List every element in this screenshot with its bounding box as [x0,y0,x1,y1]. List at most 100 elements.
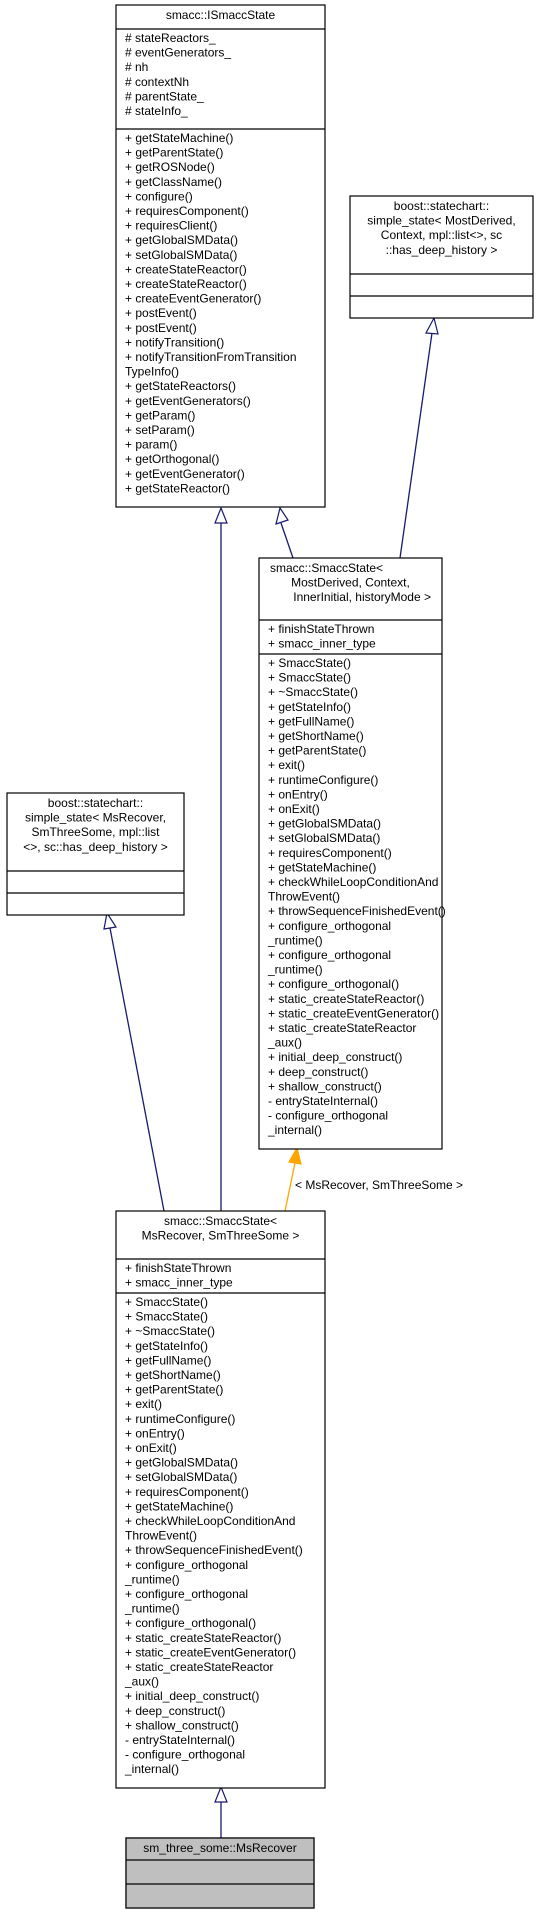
smacc-template-title-line: smacc::SmaccState< [270,561,383,575]
smacc-instance-methods-line: + setGlobalSMData() [125,1470,237,1484]
ismacc-methods-line: + configure() [125,189,193,203]
class-box-smacc-template[interactable]: smacc::SmaccState<MostDerived, Context,I… [258,557,446,1150]
smacc-instance-methods-line: _runtime() [124,1602,180,1616]
smacc-template-methods-line: + SmaccState() [268,656,351,670]
inheritance-arrow-simplems-instance [103,911,117,930]
smacc-template-methods-line: + configure_orthogonal() [268,977,399,991]
smacc-instance-methods-line: + requiresComponent() [125,1485,249,1499]
smacc-instance-methods-line: + checkWhileLoopConditionAnd [125,1514,295,1528]
smacc-instance-attributes-line: + smacc_inner_type [125,1276,233,1290]
smacc-template-methods-line: + static_createStateReactor [268,1021,416,1035]
ismacc-methods-line: + getOrthogonal() [125,452,219,466]
simple-state-msrecover-title-line: boost::statechart:: [48,796,143,810]
simple-state-generic-title-line: ::has_deep_history > [386,243,498,257]
inheritance-arrow-instance-msrecover [214,1785,228,1803]
ismacc-attributes-line: # contextNh [125,75,189,89]
smacc-instance-methods-line: _internal() [124,1762,179,1776]
ismacc-methods-line: + getParam() [125,408,195,422]
simple-state-msrecover-title-line: SmThreeSome, mpl::list [31,825,160,839]
edge-template-to-instance [284,1162,296,1212]
smacc-instance-methods-line: + SmaccState() [125,1295,208,1309]
smacc-template-methods-line: + setGlobalSMData() [268,831,380,845]
class-box-simple-state-msrecover[interactable]: boost::statechart::simple_state< MsRecov… [6,792,185,916]
smacc-instance-methods-line: + initial_deep_construct() [125,1689,259,1703]
smacc-template-methods-line: - configure_orthogonal [268,1109,388,1123]
class-box-frame [115,1210,326,1789]
ismacc-methods-line: + notifyTransition() [125,335,224,349]
simple-state-generic-title-line: Context, mpl::list<>, sc [381,228,502,242]
ismacc-attributes-line: # stateInfo_ [125,104,188,118]
smacc-instance-title-line: MsRecover, SmThreeSome > [142,1229,300,1243]
smacc-template-methods-line: + checkWhileLoopConditionAnd [268,875,438,889]
smacc-instance-methods-line: - configure_orthogonal [125,1748,245,1762]
ismacc-title-line: smacc::ISmaccState [166,8,276,22]
msrecover-title-line: sm_three_some::MsRecover [143,1841,296,1855]
simple-state-generic-title-line: simple_state< MostDerived, [367,214,515,228]
smacc-instance-methods-line: _runtime() [124,1572,180,1586]
smacc-instance-methods-line: + throwSequenceFinishedEvent() [125,1543,303,1557]
smacc-instance-methods-line: + static_createEventGenerator() [125,1645,296,1659]
smacc-template-methods-line: + getGlobalSMData() [268,817,381,831]
class-box-frame [115,4,326,508]
smacc-template-methods-line: + requiresComponent() [268,846,392,860]
smacc-instance-methods-line: _aux() [124,1675,159,1689]
smacc-instance-methods-line: + getShortName() [125,1368,221,1382]
ismacc-methods-line: + setGlobalSMData() [125,248,237,262]
class-box-ismacc[interactable]: smacc::ISmaccState# stateReactors_# even… [115,4,326,508]
inheritance-arrow-simple-template [425,316,439,335]
simple-state-msrecover-title-line: <>, sc::has_deep_history > [23,840,167,854]
ismacc-methods-line: + requiresComponent() [125,204,249,218]
smacc-template-methods-line: _runtime() [267,933,323,947]
ismacc-attributes-line: # eventGenerators_ [125,46,231,60]
template-binding-label: < MsRecover, SmThreeSome > [295,1178,463,1192]
inheritance-arrow-ismacc-template [275,506,289,525]
inheritance-arrow-ismacc-instance [214,506,228,524]
smacc-instance-methods-line: ThrowEvent() [125,1529,197,1543]
ismacc-methods-line: + postEvent() [125,306,197,320]
smacc-instance-methods-line: + configure_orthogonal() [125,1616,256,1630]
smacc-instance-methods-line: + getStateMachine() [125,1499,233,1513]
smacc-instance-methods-line: + configure_orthogonal [125,1558,248,1572]
highlight-fill [125,1837,315,1909]
ismacc-methods-line: + param() [125,438,177,452]
smacc-template-methods-line: _internal() [267,1123,322,1137]
smacc-template-methods-line: + getStateInfo() [268,700,351,714]
smacc-instance-methods-line: + shallow_construct() [125,1718,239,1732]
smacc-template-methods-line: + getFullName() [268,714,354,728]
smacc-template-title-line: InnerInitial, historyMode > [293,590,431,604]
smacc-instance-methods-line: + exit() [125,1397,162,1411]
smacc-template-methods-line: _runtime() [267,963,323,977]
ismacc-methods-line: + getParentState() [125,146,223,160]
smacc-template-methods-line: + getParentState() [268,744,366,758]
class-box-simple-state-generic[interactable]: boost::statechart::simple_state< MostDer… [349,195,534,319]
smacc-template-title-line: MostDerived, Context, [291,576,410,590]
smacc-template-methods-line: ThrowEvent() [268,890,340,904]
ismacc-methods-line: + requiresClient() [125,219,217,233]
smacc-instance-title-line: smacc::SmaccState< [164,1214,277,1228]
smacc-template-methods-line: + static_createStateReactor() [268,992,424,1006]
smacc-template-methods-line: + throwSequenceFinishedEvent() [268,904,446,918]
smacc-template-methods-line: + configure_orthogonal [268,948,391,962]
ismacc-methods-line: + getROSNode() [125,160,215,174]
simple-state-generic-title-line: boost::statechart:: [394,199,489,213]
smacc-template-methods-line: + SmaccState() [268,671,351,685]
smacc-template-methods-line: + configure_orthogonal [268,919,391,933]
ismacc-methods-line: + postEvent() [125,321,197,335]
smacc-template-attributes-line: + finishStateThrown [268,622,374,636]
class-box-smacc-instance[interactable]: smacc::SmaccState<MsRecover, SmThreeSome… [115,1210,326,1789]
smacc-instance-methods-line: + getParentState() [125,1383,223,1397]
ismacc-methods-line: + createStateReactor() [125,277,247,291]
ismacc-attributes-line: # nh [125,60,148,74]
smacc-instance-methods-line: + onExit() [125,1441,177,1455]
smacc-template-methods-line: + onExit() [268,802,320,816]
smacc-template-methods-line: + getShortName() [268,729,364,743]
ismacc-methods-line: + createEventGenerator() [125,292,261,306]
smacc-instance-methods-line: + onEntry() [125,1426,185,1440]
class-box-frame [258,557,443,1150]
smacc-instance-methods-line: + ~SmaccState() [125,1324,215,1338]
class-box-msrecover[interactable]: sm_three_some::MsRecover [125,1837,315,1909]
smacc-template-methods-line: + initial_deep_construct() [268,1050,402,1064]
smacc-instance-methods-line: + static_createStateReactor [125,1660,273,1674]
ismacc-attributes-line: # parentState_ [125,89,204,103]
smacc-template-methods-line: + static_createEventGenerator() [268,1006,439,1020]
